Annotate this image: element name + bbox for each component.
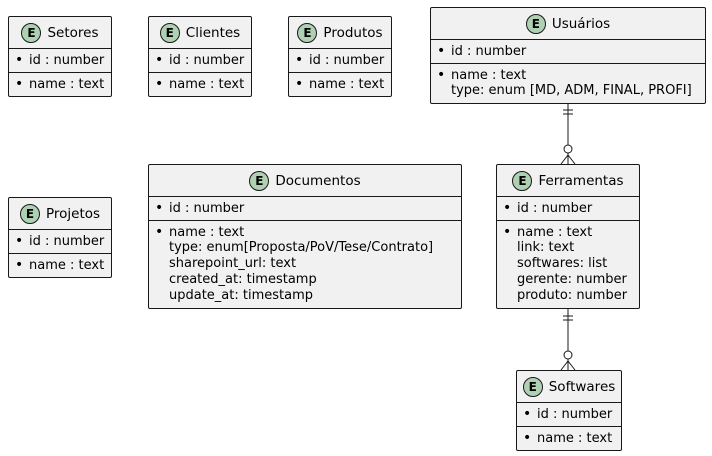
required-bullet-icon: • [503,224,512,240]
entity-produtos[interactable]: E Produtos •id : number •name : text [288,16,392,97]
entity-attribute: •name : text [503,224,593,240]
entity-attribute: •name : text [523,430,613,446]
entity-key-section: •id : number [149,197,461,220]
entity-attribute: •id : number [15,52,105,68]
entity-header: E Setores [9,17,111,49]
entity-title: Ferramentas [538,172,624,189]
entity-badge-icon: E [249,170,270,191]
entity-attribute-section: •name : text type: enum[Proposta/PoV/Tes… [149,220,461,308]
entity-ferramentas[interactable]: E Ferramentas •id : number •name : text … [496,164,640,309]
entity-attribute: gerente: number [517,272,627,287]
entity-attribute: •name : text [155,224,245,240]
entity-attribute: •id : number [437,43,527,59]
entity-title: Softwares [548,378,616,395]
entity-header: E Projetos [9,198,111,230]
entity-attribute: softwares: list [517,256,608,271]
entity-attribute: •name : text [295,76,385,92]
required-bullet-icon: • [523,430,532,446]
entity-attribute: •id : number [155,52,245,68]
entity-attribute: produto: number [517,288,628,303]
entity-attribute: link: text [517,240,575,255]
entity-badge-icon: E [19,203,40,224]
entity-attribute: •name : text [15,76,105,92]
entity-title: Setores [47,24,99,41]
entity-title: Clientes [185,24,241,41]
entity-attribute: type: enum [MD, ADM, FINAL, PROFI] [451,83,692,98]
entity-header: E Produtos [289,17,391,49]
entity-badge-icon: E [522,376,543,397]
relationship-ferramentas-softwares [560,309,576,371]
entity-attribute: •name : text [155,76,245,92]
entity-header: E Softwares [517,371,621,403]
crowfoot-line [567,360,576,371]
crowfoot-line [560,360,569,371]
entity-header: E Ferramentas [497,165,639,197]
crowfoot-line [567,154,576,165]
zero-circle [563,144,573,154]
required-bullet-icon: • [155,224,164,240]
entity-attribute-section: •name : text link: text softwares: list … [497,220,639,308]
required-bullet-icon: • [155,52,164,68]
entity-key-section: •id : number [517,403,621,426]
entity-attribute: •id : number [155,200,245,216]
entity-attribute: •id : number [15,233,105,249]
required-bullet-icon: • [437,67,446,83]
entity-badge-icon: E [297,22,318,43]
entity-attribute-section: •name : text type: enum [MD, ADM, FINAL,… [431,63,705,103]
required-bullet-icon: • [503,200,512,216]
crowfoot-line [560,154,569,165]
entity-key-section: •id : number [9,230,111,253]
entity-key-section: •id : number [149,49,251,72]
entity-softwares[interactable]: E Softwares •id : number •name : text [516,370,622,451]
entity-title: Usuários [551,15,611,32]
entity-attribute-section: •name : text [149,72,251,96]
required-bullet-icon: • [155,200,164,216]
entity-badge-icon: E [525,13,546,34]
entity-badge-icon: E [21,22,42,43]
entity-attribute-section: •name : text [517,426,621,450]
required-bullet-icon: • [15,76,24,92]
entity-title: Documentos [275,172,361,189]
required-bullet-icon: • [155,76,164,92]
relationship-usuarios-ferramentas [560,103,576,165]
entity-key-section: •id : number [431,40,705,63]
required-bullet-icon: • [15,52,24,68]
entity-attribute: •id : number [295,52,385,68]
entity-projetos[interactable]: E Projetos •id : number •name : text [8,197,112,278]
entity-usuarios[interactable]: E Usuários •id : number •name : text typ… [430,7,706,104]
entity-attribute: update_at: timestamp [169,288,314,303]
required-bullet-icon: • [523,406,532,422]
entity-header: E Usuários [431,8,705,40]
zero-circle [563,350,573,360]
entity-title: Projetos [45,205,101,222]
entity-key-section: •id : number [289,49,391,72]
entity-attribute: type: enum[Proposta/PoV/Tese/Contrato] [169,240,434,255]
entity-badge-icon: E [159,22,180,43]
entity-attribute: •name : text [437,67,527,83]
entity-key-section: •id : number [497,197,639,220]
entity-attribute-section: •name : text [9,72,111,96]
entity-header: E Documentos [149,165,461,197]
entity-header: E Clientes [149,17,251,49]
entity-setores[interactable]: E Setores •id : number •name : text [8,16,112,97]
entity-attribute: •id : number [523,406,613,422]
entity-clientes[interactable]: E Clientes •id : number •name : text [148,16,252,97]
entity-attribute: •id : number [503,200,593,216]
required-bullet-icon: • [295,52,304,68]
entity-badge-icon: E [512,170,533,191]
entity-attribute-section: •name : text [9,253,111,277]
entity-key-section: •id : number [9,49,111,72]
entity-attribute-section: •name : text [289,72,391,96]
required-bullet-icon: • [295,76,304,92]
entity-documentos[interactable]: E Documentos •id : number •name : text t… [148,164,462,309]
required-bullet-icon: • [15,257,24,273]
entity-title: Produtos [323,24,383,41]
entity-attribute: •name : text [15,257,105,273]
required-bullet-icon: • [437,43,446,59]
entity-attribute: sharepoint_url: text [169,256,297,271]
required-bullet-icon: • [15,233,24,249]
entity-attribute: created_at: timestamp [169,272,317,287]
